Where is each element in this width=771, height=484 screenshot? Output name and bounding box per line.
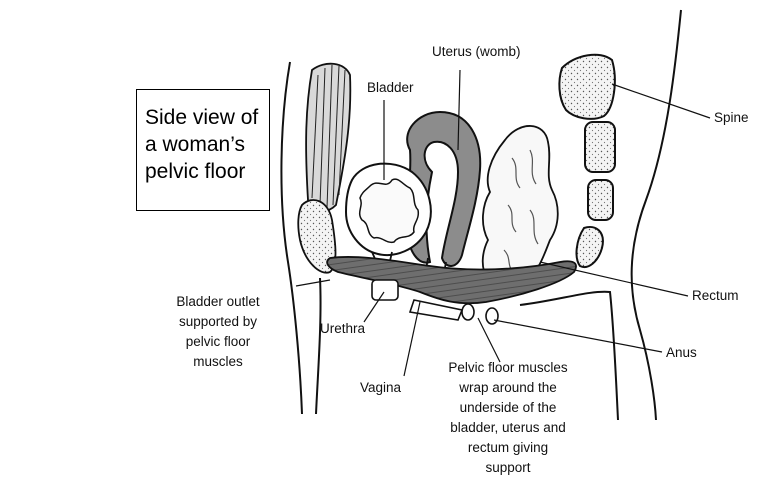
label-pelvic-floor: Pelvic floor muscles wrap around the und… (448, 360, 568, 475)
label-vagina: Vagina (360, 380, 402, 395)
svg-text:pelvic floor: pelvic floor (186, 334, 251, 349)
label-spine: Spine (714, 110, 749, 125)
svg-text:supported by: supported by (179, 314, 257, 329)
svg-text:underside of the: underside of the (460, 400, 557, 415)
label-urethra: Urethra (320, 321, 366, 336)
label-uterus: Uterus (womb) (432, 44, 521, 59)
svg-text:Bladder outlet: Bladder outlet (176, 294, 260, 309)
svg-text:support: support (485, 460, 530, 475)
label-bladder-outlet: Bladder outlet supported by pelvic floor… (176, 294, 260, 369)
caption-text: Side view of a woman’s pelvic floor (145, 106, 258, 183)
label-rectum: Rectum (692, 288, 739, 303)
svg-text:rectum giving: rectum giving (468, 440, 548, 455)
spine (559, 55, 615, 267)
caption-box: Side view of a woman’s pelvic floor (136, 89, 270, 211)
label-bladder: Bladder (367, 80, 414, 95)
svg-text:muscles: muscles (193, 354, 243, 369)
svg-text:Pelvic floor muscles: Pelvic floor muscles (448, 360, 568, 375)
label-anus: Anus (666, 345, 697, 360)
svg-text:wrap around the: wrap around the (458, 380, 557, 395)
thigh-front-outline (316, 278, 321, 414)
urethra-opening (372, 280, 398, 300)
svg-text:bladder, uterus and: bladder, uterus and (450, 420, 566, 435)
